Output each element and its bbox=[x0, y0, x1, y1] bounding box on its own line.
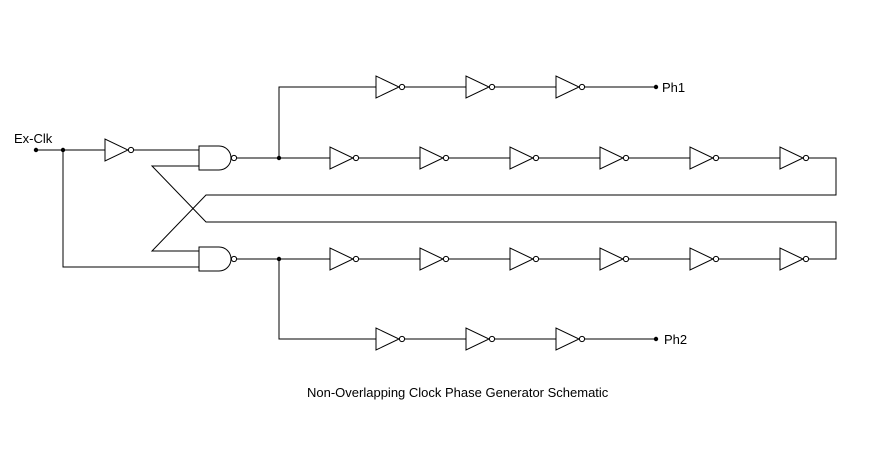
nand-body bbox=[198, 145, 232, 171]
inverter-body bbox=[599, 247, 625, 271]
inverter-bubble bbox=[442, 255, 450, 263]
inverter-body bbox=[509, 247, 535, 271]
inverter-body bbox=[375, 327, 401, 351]
feedback-wire-to-nand1 bbox=[150, 165, 837, 260]
inverter-bubble bbox=[127, 146, 135, 154]
delay-chain-2-inverter-1 bbox=[329, 247, 360, 271]
nand-bubble bbox=[230, 255, 238, 263]
ph2-buffer-tap-wire bbox=[278, 259, 376, 340]
ph2-buffer-output-terminal bbox=[653, 336, 659, 342]
diagram-caption: Non-Overlapping Clock Phase Generator Sc… bbox=[307, 385, 609, 400]
inverter-bubble bbox=[578, 335, 586, 343]
inverter-bubble bbox=[712, 154, 720, 162]
delay-chain-1-inverter-1 bbox=[329, 146, 360, 170]
inverter-body bbox=[329, 247, 355, 271]
delay-chain-2-inverter-6 bbox=[779, 247, 810, 271]
inverter-body bbox=[465, 327, 491, 351]
input-terminal bbox=[33, 147, 39, 153]
inverter-bubble bbox=[352, 255, 360, 263]
inverter-bubble bbox=[622, 255, 630, 263]
feedback-wire-to-nand2 bbox=[150, 157, 837, 252]
inverter-bubble bbox=[398, 335, 406, 343]
input-to-nand2-wire bbox=[62, 150, 199, 268]
inverter-bubble bbox=[802, 255, 810, 263]
inverter-bubble bbox=[802, 154, 810, 162]
inverter-bubble bbox=[398, 83, 406, 91]
inverter-bubble bbox=[488, 335, 496, 343]
inverter-bubble bbox=[532, 154, 540, 162]
delay-chain-2-inverter-5 bbox=[689, 247, 720, 271]
ph2-buffer-inverter-3 bbox=[555, 327, 586, 351]
ph2-buffer-inverter-2 bbox=[465, 327, 496, 351]
inverter-body bbox=[599, 146, 625, 170]
inverter-body bbox=[779, 146, 805, 170]
delay-chain-2-inverter-4 bbox=[599, 247, 630, 271]
inverter-bubble bbox=[712, 255, 720, 263]
ph1-buffer-inverter-2 bbox=[465, 75, 496, 99]
ph1-buffer-inverter-3 bbox=[555, 75, 586, 99]
inverter-body bbox=[555, 327, 581, 351]
inverter-body bbox=[419, 146, 445, 170]
nand-gate-2 bbox=[198, 246, 238, 272]
inverter-bubble bbox=[622, 154, 630, 162]
ph1-buffer-tap-wire bbox=[278, 86, 376, 158]
inverter-body bbox=[555, 75, 581, 99]
delay-chain-1-inverter-5 bbox=[689, 146, 720, 170]
inverter-body bbox=[104, 138, 130, 162]
inverter-bubble bbox=[352, 154, 360, 162]
ph2-buffer-inverter-1 bbox=[375, 327, 406, 351]
delay-chain-2-inverter-2 bbox=[419, 247, 450, 271]
output-label-ph2: Ph2 bbox=[664, 332, 688, 347]
input-label-ex-clk: Ex-Clk bbox=[14, 131, 53, 146]
inverter-bubble bbox=[488, 83, 496, 91]
input-inverter bbox=[104, 138, 135, 162]
components bbox=[104, 75, 810, 351]
inverter-body bbox=[465, 75, 491, 99]
output-label-ph1: Ph1 bbox=[662, 80, 686, 95]
inverter-body bbox=[509, 146, 535, 170]
ph1-buffer-inverter-1 bbox=[375, 75, 406, 99]
inverter-bubble bbox=[578, 83, 586, 91]
nand-body bbox=[198, 246, 232, 272]
inverter-bubble bbox=[442, 154, 450, 162]
delay-chain-1-inverter-2 bbox=[419, 146, 450, 170]
nand-gate-1 bbox=[198, 145, 238, 171]
inverter-body bbox=[689, 146, 715, 170]
ph1-buffer-output-terminal bbox=[653, 84, 659, 90]
delay-chain-2-inverter-3 bbox=[509, 247, 540, 271]
inverter-body bbox=[375, 75, 401, 99]
inverter-bubble bbox=[532, 255, 540, 263]
inverter-body bbox=[689, 247, 715, 271]
inverter-body bbox=[329, 146, 355, 170]
delay-chain-1-inverter-3 bbox=[509, 146, 540, 170]
inverter-body bbox=[779, 247, 805, 271]
wires bbox=[33, 84, 837, 342]
inverter-body bbox=[419, 247, 445, 271]
delay-chain-1-inverter-4 bbox=[599, 146, 630, 170]
delay-chain-1-inverter-6 bbox=[779, 146, 810, 170]
nand-bubble bbox=[230, 154, 238, 162]
